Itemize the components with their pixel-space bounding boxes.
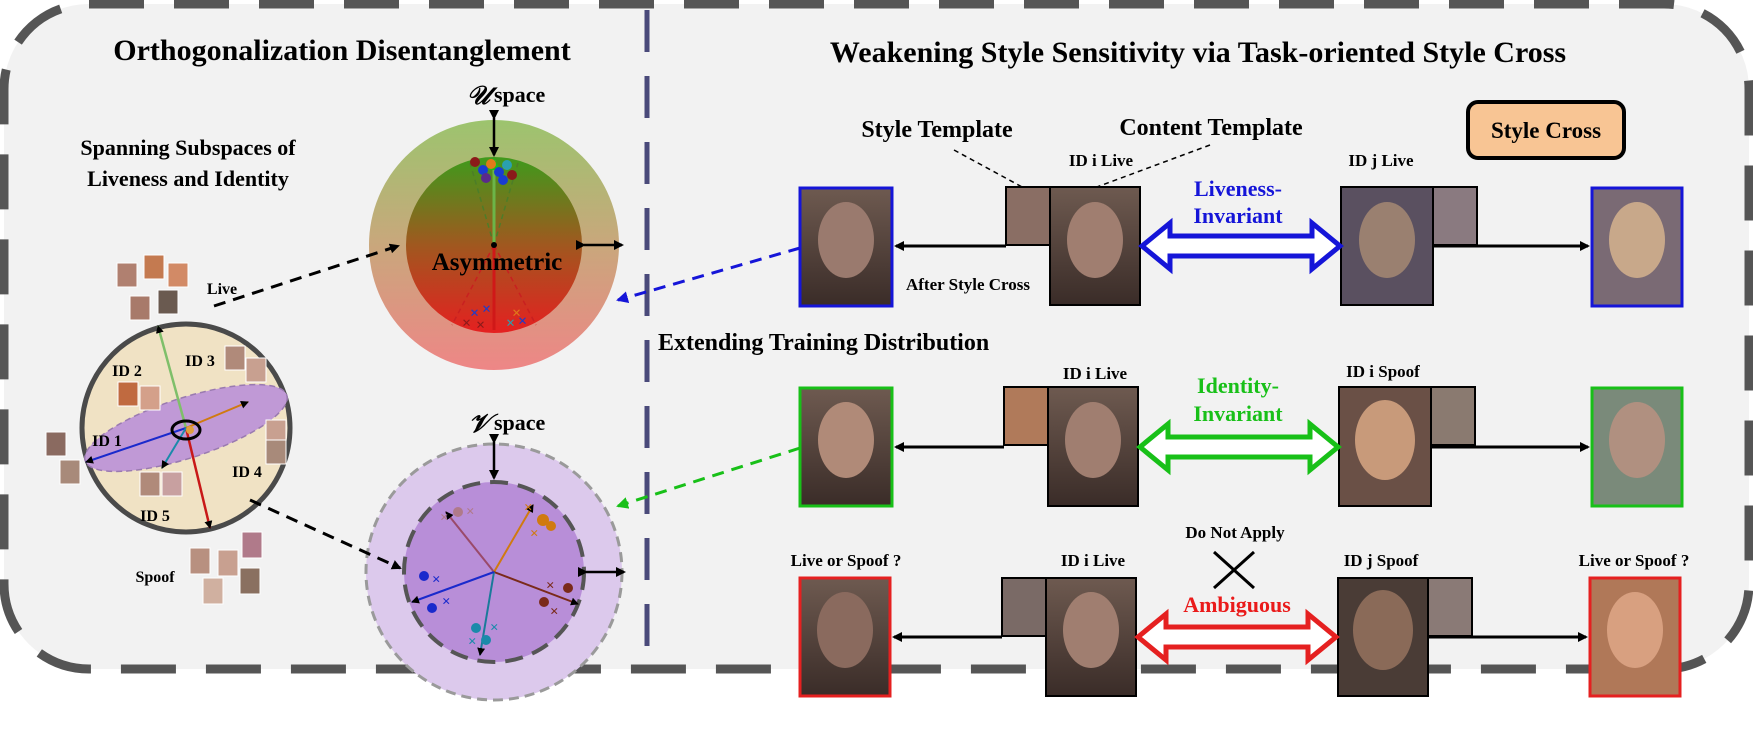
row1-images [798, 186, 1684, 308]
svg-text:×: × [512, 305, 521, 322]
asymmetric-label: Asymmetric [432, 249, 563, 276]
spoof-label: Spoof [135, 569, 175, 586]
row1-relation-line2: Invariant [1193, 203, 1283, 228]
id-5-label: ID 5 [140, 508, 170, 525]
do-not-apply-cross-icon [1212, 550, 1256, 590]
row1-to-u-space-connector [616, 246, 801, 304]
svg-text:×: × [466, 504, 475, 520]
row2-to-v-space-connector [616, 446, 801, 509]
row1-left-caption: ID i Live [1069, 151, 1134, 170]
svg-text:×: × [442, 594, 451, 610]
connector-to-v-space [249, 498, 402, 570]
svg-text:×: × [530, 526, 539, 542]
id-1-label: ID 1 [92, 433, 122, 450]
row2-double-arrow [1136, 418, 1342, 476]
v-space-word: space [494, 410, 546, 435]
identity-wheel [79, 321, 293, 535]
style-template-pointer [953, 149, 1025, 189]
id-2-label: ID 2 [112, 363, 142, 380]
row2-relation-line2: Invariant [1193, 401, 1283, 426]
row1-double-arrow [1138, 217, 1344, 275]
style-template-label: Style Template [861, 117, 1013, 143]
svg-text:×: × [468, 634, 477, 650]
svg-text:×: × [518, 313, 527, 330]
svg-text:×: × [524, 500, 533, 516]
row3-relation: Ambiguous [1183, 592, 1291, 617]
row1-right-caption: ID j Live [1348, 151, 1414, 170]
svg-text:×: × [440, 510, 449, 526]
face-thumbnails-live [45, 254, 287, 497]
row3-query-right: Live or Spoof ? [1579, 551, 1690, 570]
extending-training-label: Extending Training Distribution [658, 330, 989, 356]
row2-right-caption: ID i Spoof [1346, 362, 1420, 381]
id-4-label: ID 4 [232, 464, 262, 481]
row3-query-left: Live or Spoof ? [791, 551, 902, 570]
do-not-apply-label: Do Not Apply [1185, 523, 1285, 542]
style-cross-box [1466, 100, 1626, 160]
row3-double-arrow [1134, 608, 1340, 666]
connector-to-u-space [213, 243, 400, 308]
u-space-circle: × × × × × × × [369, 110, 624, 370]
after-style-cross-label: After Style Cross [906, 275, 1030, 294]
row3-left-caption: ID i Live [1061, 551, 1126, 570]
style-cross-label: Style Cross [1491, 118, 1601, 143]
row3-right-caption: ID j Spoof [1344, 551, 1419, 570]
row2-relation-line1: Identity- [1197, 373, 1279, 398]
id-3-label: ID 3 [185, 353, 215, 370]
right-title: Weakening Style Sensitivity via Task-ori… [830, 36, 1566, 69]
svg-text:×: × [490, 620, 499, 636]
left-subtitle-line2: Liveness and Identity [87, 166, 289, 191]
content-template-pointer [1093, 144, 1211, 189]
row3-images [798, 576, 1682, 698]
content-template-label: Content Template [1119, 115, 1303, 141]
svg-text:×: × [462, 315, 471, 332]
svg-text:×: × [476, 317, 485, 334]
left-subtitle-line1: Spanning Subspaces of [80, 135, 296, 160]
svg-text:×: × [470, 305, 479, 322]
svg-text:×: × [506, 315, 515, 332]
svg-text:×: × [546, 578, 555, 594]
row1-relation-line1: Liveness- [1194, 176, 1282, 201]
svg-text:×: × [550, 604, 559, 620]
row2-images [798, 386, 1684, 508]
svg-text:×: × [432, 572, 441, 588]
u-space-word: space [494, 82, 546, 107]
live-label: Live [207, 281, 237, 298]
left-title: Orthogonalization Disentanglement [113, 34, 571, 67]
v-space-circle: × × × × × × × × × × [364, 434, 626, 702]
face-thumbnails-spoof [189, 531, 263, 605]
svg-text:×: × [482, 301, 491, 318]
row2-left-caption: ID i Live [1063, 364, 1128, 383]
